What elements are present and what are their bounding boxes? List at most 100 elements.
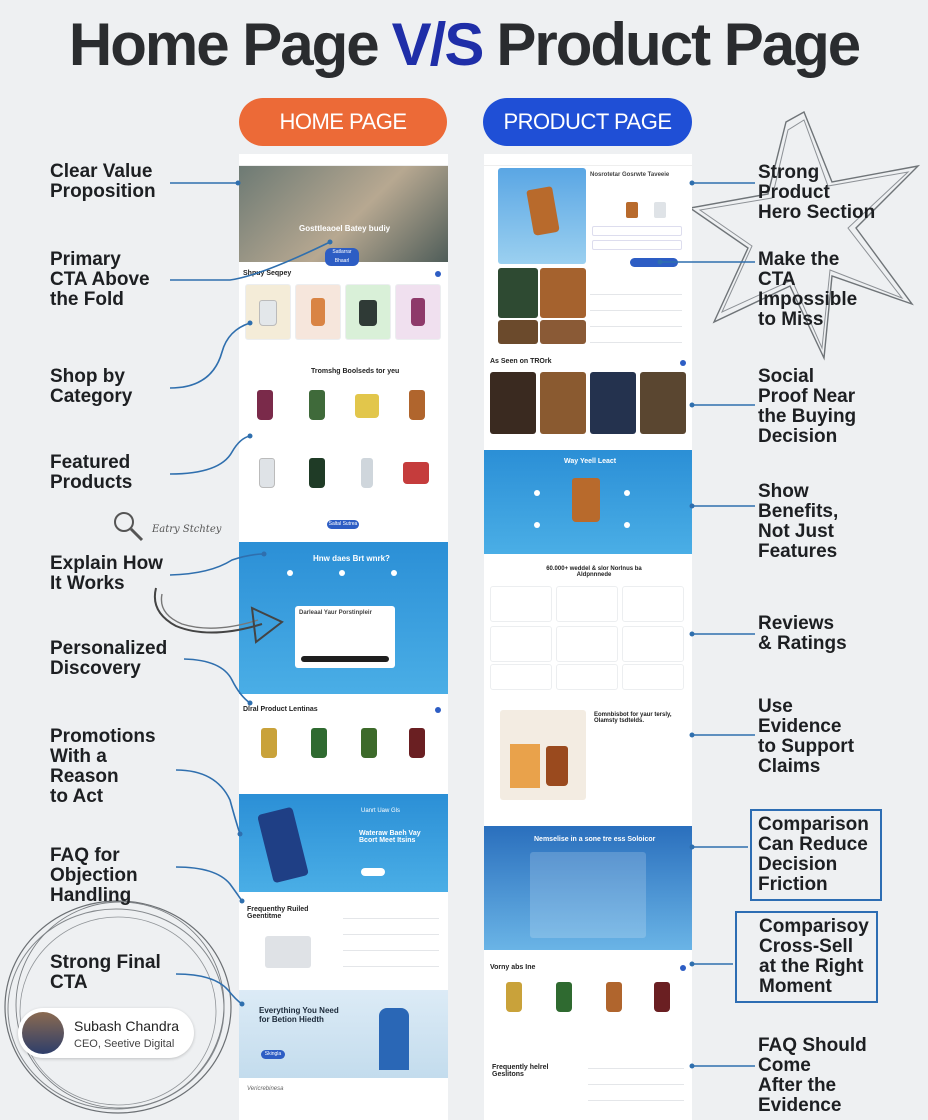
featured-product-image[interactable]: [259, 458, 275, 488]
review-card[interactable]: [490, 626, 552, 662]
review-card[interactable]: [556, 626, 618, 662]
featured-product-image[interactable]: [403, 462, 429, 484]
product-box-image: [510, 744, 540, 788]
ugc-video-thumb[interactable]: [490, 372, 536, 434]
purchase-option[interactable]: [592, 226, 682, 236]
star-outline-decoration: [688, 111, 921, 361]
ugc-video-thumb[interactable]: [540, 372, 586, 434]
review-card[interactable]: [556, 586, 618, 622]
review-card[interactable]: [490, 664, 552, 690]
faq-row[interactable]: [343, 934, 439, 935]
faq-row[interactable]: [588, 1100, 684, 1101]
popular-product-image[interactable]: [261, 728, 277, 758]
popular-heading: Dlral Product Lentinas: [243, 706, 318, 713]
label-use-evidence: Use Evidence to Support Claims: [758, 696, 855, 777]
variant-thumb[interactable]: [626, 202, 638, 218]
ugc-video-thumb[interactable]: [590, 372, 636, 434]
discovery-panel[interactable]: Darleaal Yaur Porstinpleir: [295, 606, 395, 668]
promo-text: Wateraw Baeh Vay Bcort Meet Itsins: [359, 830, 421, 844]
step-icon: [339, 570, 345, 576]
cross-sell-product-image[interactable]: [506, 982, 522, 1012]
benefit-icon: [624, 522, 630, 528]
label-faq-objection: FAQ for Objection Handling: [50, 845, 138, 906]
add-to-cart-button[interactable]: [630, 258, 678, 267]
category-heading: Shpuy Seqpey: [243, 270, 292, 277]
final-cta-button[interactable]: Skingla: [261, 1050, 285, 1059]
title-vs: V/S: [391, 11, 485, 78]
featured-product-image[interactable]: [309, 390, 325, 420]
cross-sell-heading: Vorny abs Ine: [490, 964, 536, 971]
promo-button[interactable]: [361, 868, 385, 876]
label-clear-value-proposition: Clear Value Proposition: [50, 161, 156, 202]
product-detail-row[interactable]: [590, 310, 682, 311]
label-strong-final-cta: Strong Final CTA: [50, 952, 161, 993]
category-product-image: [411, 298, 425, 326]
gallery-photo[interactable]: [540, 268, 586, 318]
cross-sell-product-image[interactable]: [654, 982, 670, 1012]
author-avatar: [22, 1012, 64, 1054]
featured-view-all-button[interactable]: Saltal Sutrea: [327, 520, 359, 529]
product-page-mockup: Nosrotetar Gosrwte Taveeie As Seen on TR…: [484, 154, 692, 1120]
gallery-photo[interactable]: [540, 320, 586, 344]
faq-row[interactable]: [343, 918, 439, 919]
faq-row[interactable]: [588, 1068, 684, 1069]
featured-product-image[interactable]: [309, 458, 325, 488]
faq-row[interactable]: [343, 966, 439, 967]
search-icon: [110, 508, 146, 549]
product-bottle-image: [546, 746, 568, 786]
label-explain-how-it-works: Explain How It Works: [50, 553, 163, 594]
review-card[interactable]: [556, 664, 618, 690]
review-card[interactable]: [622, 626, 684, 662]
product-page-pill: PRODUCT PAGE: [483, 98, 692, 146]
popular-arrow-icon[interactable]: [435, 707, 441, 713]
home-hero-button[interactable]: Satlarrar Bhaarl: [325, 248, 359, 266]
label-show-benefits: Show Benefits, Not Just Features: [758, 481, 839, 562]
review-card[interactable]: [622, 664, 684, 690]
discovery-panel-title: Darleaal Yaur Porstinpleir: [299, 610, 372, 616]
review-card[interactable]: [490, 586, 552, 622]
social-proof-heading: As Seen on TROrk: [490, 358, 552, 365]
faq-row[interactable]: [588, 1084, 684, 1085]
category-arrow-icon[interactable]: [435, 271, 441, 277]
variant-thumb[interactable]: [654, 202, 666, 218]
comparison-table[interactable]: [530, 852, 646, 938]
popular-product-image[interactable]: [311, 728, 327, 758]
benefit-icon: [534, 522, 540, 528]
gallery-photo[interactable]: [498, 268, 538, 318]
home-faq-heading: Frequenthy Ruiled Geentitme: [247, 906, 309, 920]
delivery-person-image: [379, 1008, 409, 1070]
product-detail-row[interactable]: [590, 342, 682, 343]
benefits-product-image: [572, 478, 600, 522]
how-it-works-heading: Hnw daes Brt wnrk?: [313, 554, 390, 563]
label-reviews-ratings: Reviews & Ratings: [758, 613, 847, 654]
product-detail-row[interactable]: [590, 294, 682, 295]
discovery-submit-button[interactable]: [301, 656, 389, 662]
label-social-proof: Social Proof Near the Buying Decision: [758, 366, 857, 447]
cross-sell-product-image[interactable]: [606, 982, 622, 1012]
category-product-image: [311, 298, 325, 326]
faq-row[interactable]: [343, 950, 439, 951]
product-nav: [484, 154, 692, 166]
step-icon: [287, 570, 293, 576]
cross-sell-product-image[interactable]: [556, 982, 572, 1012]
author-name: Subash Chandra: [74, 1018, 180, 1034]
label-featured-products: Featured Products: [50, 452, 133, 493]
popular-product-image[interactable]: [409, 728, 425, 758]
purchase-option[interactable]: [592, 240, 682, 250]
promo-section: Uanrt Uaw Gls Wateraw Baeh Vay Bcort Mee…: [239, 794, 448, 892]
label-faq-after-evidence: FAQ Should Come After the Evidence: [758, 1035, 867, 1116]
home-hero-image: Gosttleaoel Batey budiy Satlarrar Bhaarl: [239, 166, 448, 266]
featured-product-image[interactable]: [361, 458, 373, 488]
review-card[interactable]: [622, 586, 684, 622]
popular-product-image[interactable]: [361, 728, 377, 758]
gallery-photo[interactable]: [498, 320, 538, 344]
cross-sell-arrow-icon[interactable]: [680, 965, 686, 971]
promo-tag: Uanrt Uaw Gls: [361, 808, 401, 814]
product-detail-row[interactable]: [590, 326, 682, 327]
featured-product-image[interactable]: [409, 390, 425, 420]
featured-product-image[interactable]: [355, 394, 379, 418]
social-arrow-icon[interactable]: [680, 360, 686, 366]
ugc-video-thumb[interactable]: [640, 372, 686, 434]
featured-product-image[interactable]: [257, 390, 273, 420]
